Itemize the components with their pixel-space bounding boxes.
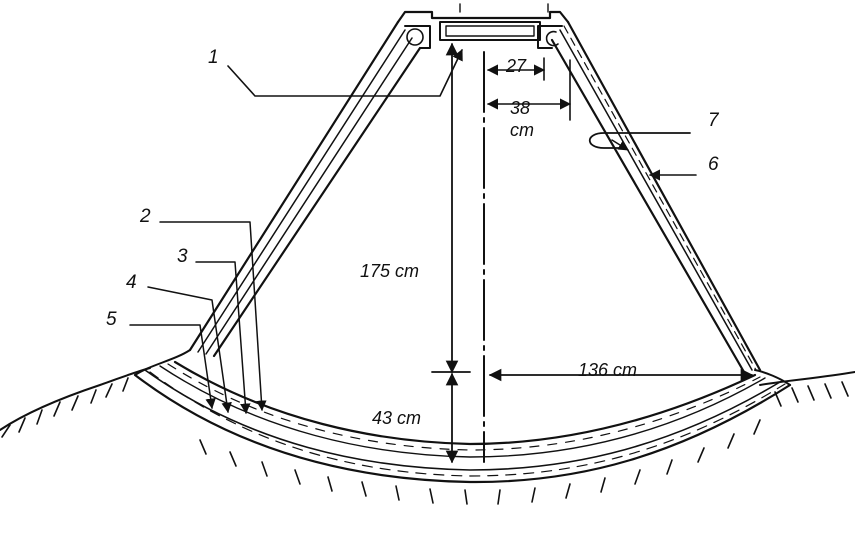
soil-hatching [199,419,761,505]
ground-surface [0,367,855,438]
label-5: 5 [106,309,117,330]
foundation-layers [133,349,792,484]
left-wall [188,20,422,358]
dimension-175-text: 175 cm [360,261,419,281]
gas-outlet-7 [588,132,691,149]
label-1: 1 [208,47,219,68]
leader-5 [129,324,216,410]
label-6: 6 [708,154,719,175]
label-2: 2 [139,206,151,227]
label-3: 3 [177,246,188,267]
label-4: 4 [126,272,137,293]
dimension-38-text: 38 [510,98,530,118]
leader-4 [147,286,232,414]
dimension-27-text: 27 [505,56,527,76]
dimension-43-text: 43 cm [372,408,421,428]
dimension-136-text: 136 cm [578,360,637,380]
leader-7 [611,139,629,151]
right-wall [550,20,762,374]
leader-3 [195,261,251,415]
label-7: 7 [708,110,720,131]
leader-1 [227,48,463,97]
leader-2 [159,221,267,412]
top-cap [396,3,570,49]
dimension-38-unit: cm [510,120,534,140]
